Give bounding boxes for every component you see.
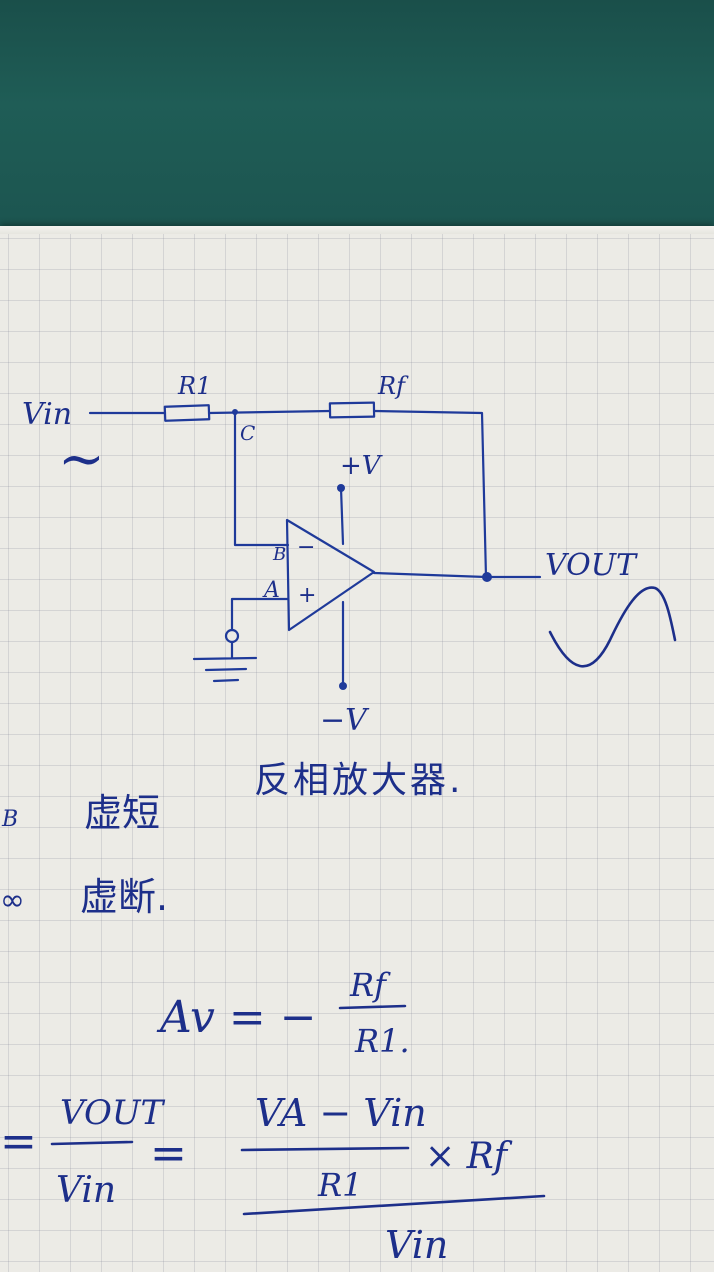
circuit-title: 反相放大器. [254,760,463,801]
wire-r1-to-c [207,409,332,415]
note2-prefix: ∞ [0,883,25,918]
negative-supply-dot [339,682,347,690]
ground-symbol [192,640,258,683]
formula2-eq1: = [0,1116,37,1167]
node-c-label: C [240,421,255,445]
grid-paper [0,226,714,1272]
positive-supply-dot [337,484,345,492]
note2-text: 虚断. [80,875,168,919]
vin-label: Vin [22,397,72,432]
formula2-outer-fraction-bar [242,1194,546,1216]
formula1-numerator: Rf [349,966,391,1004]
note1-text: 虚短 [84,791,160,835]
rf-label: Rf [377,372,409,400]
formula2-vout: VOUT [60,1093,165,1133]
minus-input-sign: − [297,535,315,560]
output-wire [372,571,542,579]
feedback-wire [372,409,488,579]
positive-supply-label: +V [340,451,383,481]
positive-supply-wire [339,486,345,546]
formula2-vin: Vin [56,1170,116,1211]
formula2-inner-fraction-bar [240,1146,410,1152]
chalkboard [0,0,714,232]
formula2-times-rf: × Rf [425,1136,513,1177]
wire-c-to-inverting [233,410,290,547]
node-a-label: A [262,578,280,603]
negative-supply-label: −V [320,703,370,738]
paper-edge [0,226,714,234]
formula2-left-fraction-bar [50,1140,134,1146]
formula2-outer-denominator: Vin [385,1223,448,1267]
node-b-label: B [272,544,286,565]
formula2-inner-denominator: R1 [317,1166,362,1204]
resistor-r1 [163,404,211,422]
vout-label: VOUT [545,548,638,583]
output-node-dot [482,572,492,582]
ac-source-symbol: ~ [58,427,105,492]
plus-input-sign: + [298,583,316,608]
formula2-eq2: = [150,1128,187,1179]
formula1-lhs: Av = − [156,992,317,1043]
ground-node-circle [224,628,240,644]
wire-a-to-ground [230,597,290,632]
formula2-inner-numerator: VA − Vin [255,1091,427,1135]
formula1-denominator: R1. [354,1022,410,1060]
r1-label: R1 [177,372,211,400]
opamp-triangle [285,518,376,632]
note1-prefix: B [1,807,18,832]
output-sine-wave [548,586,677,668]
formula1-fraction-bar [338,1004,407,1010]
resistor-rf [328,401,376,419]
